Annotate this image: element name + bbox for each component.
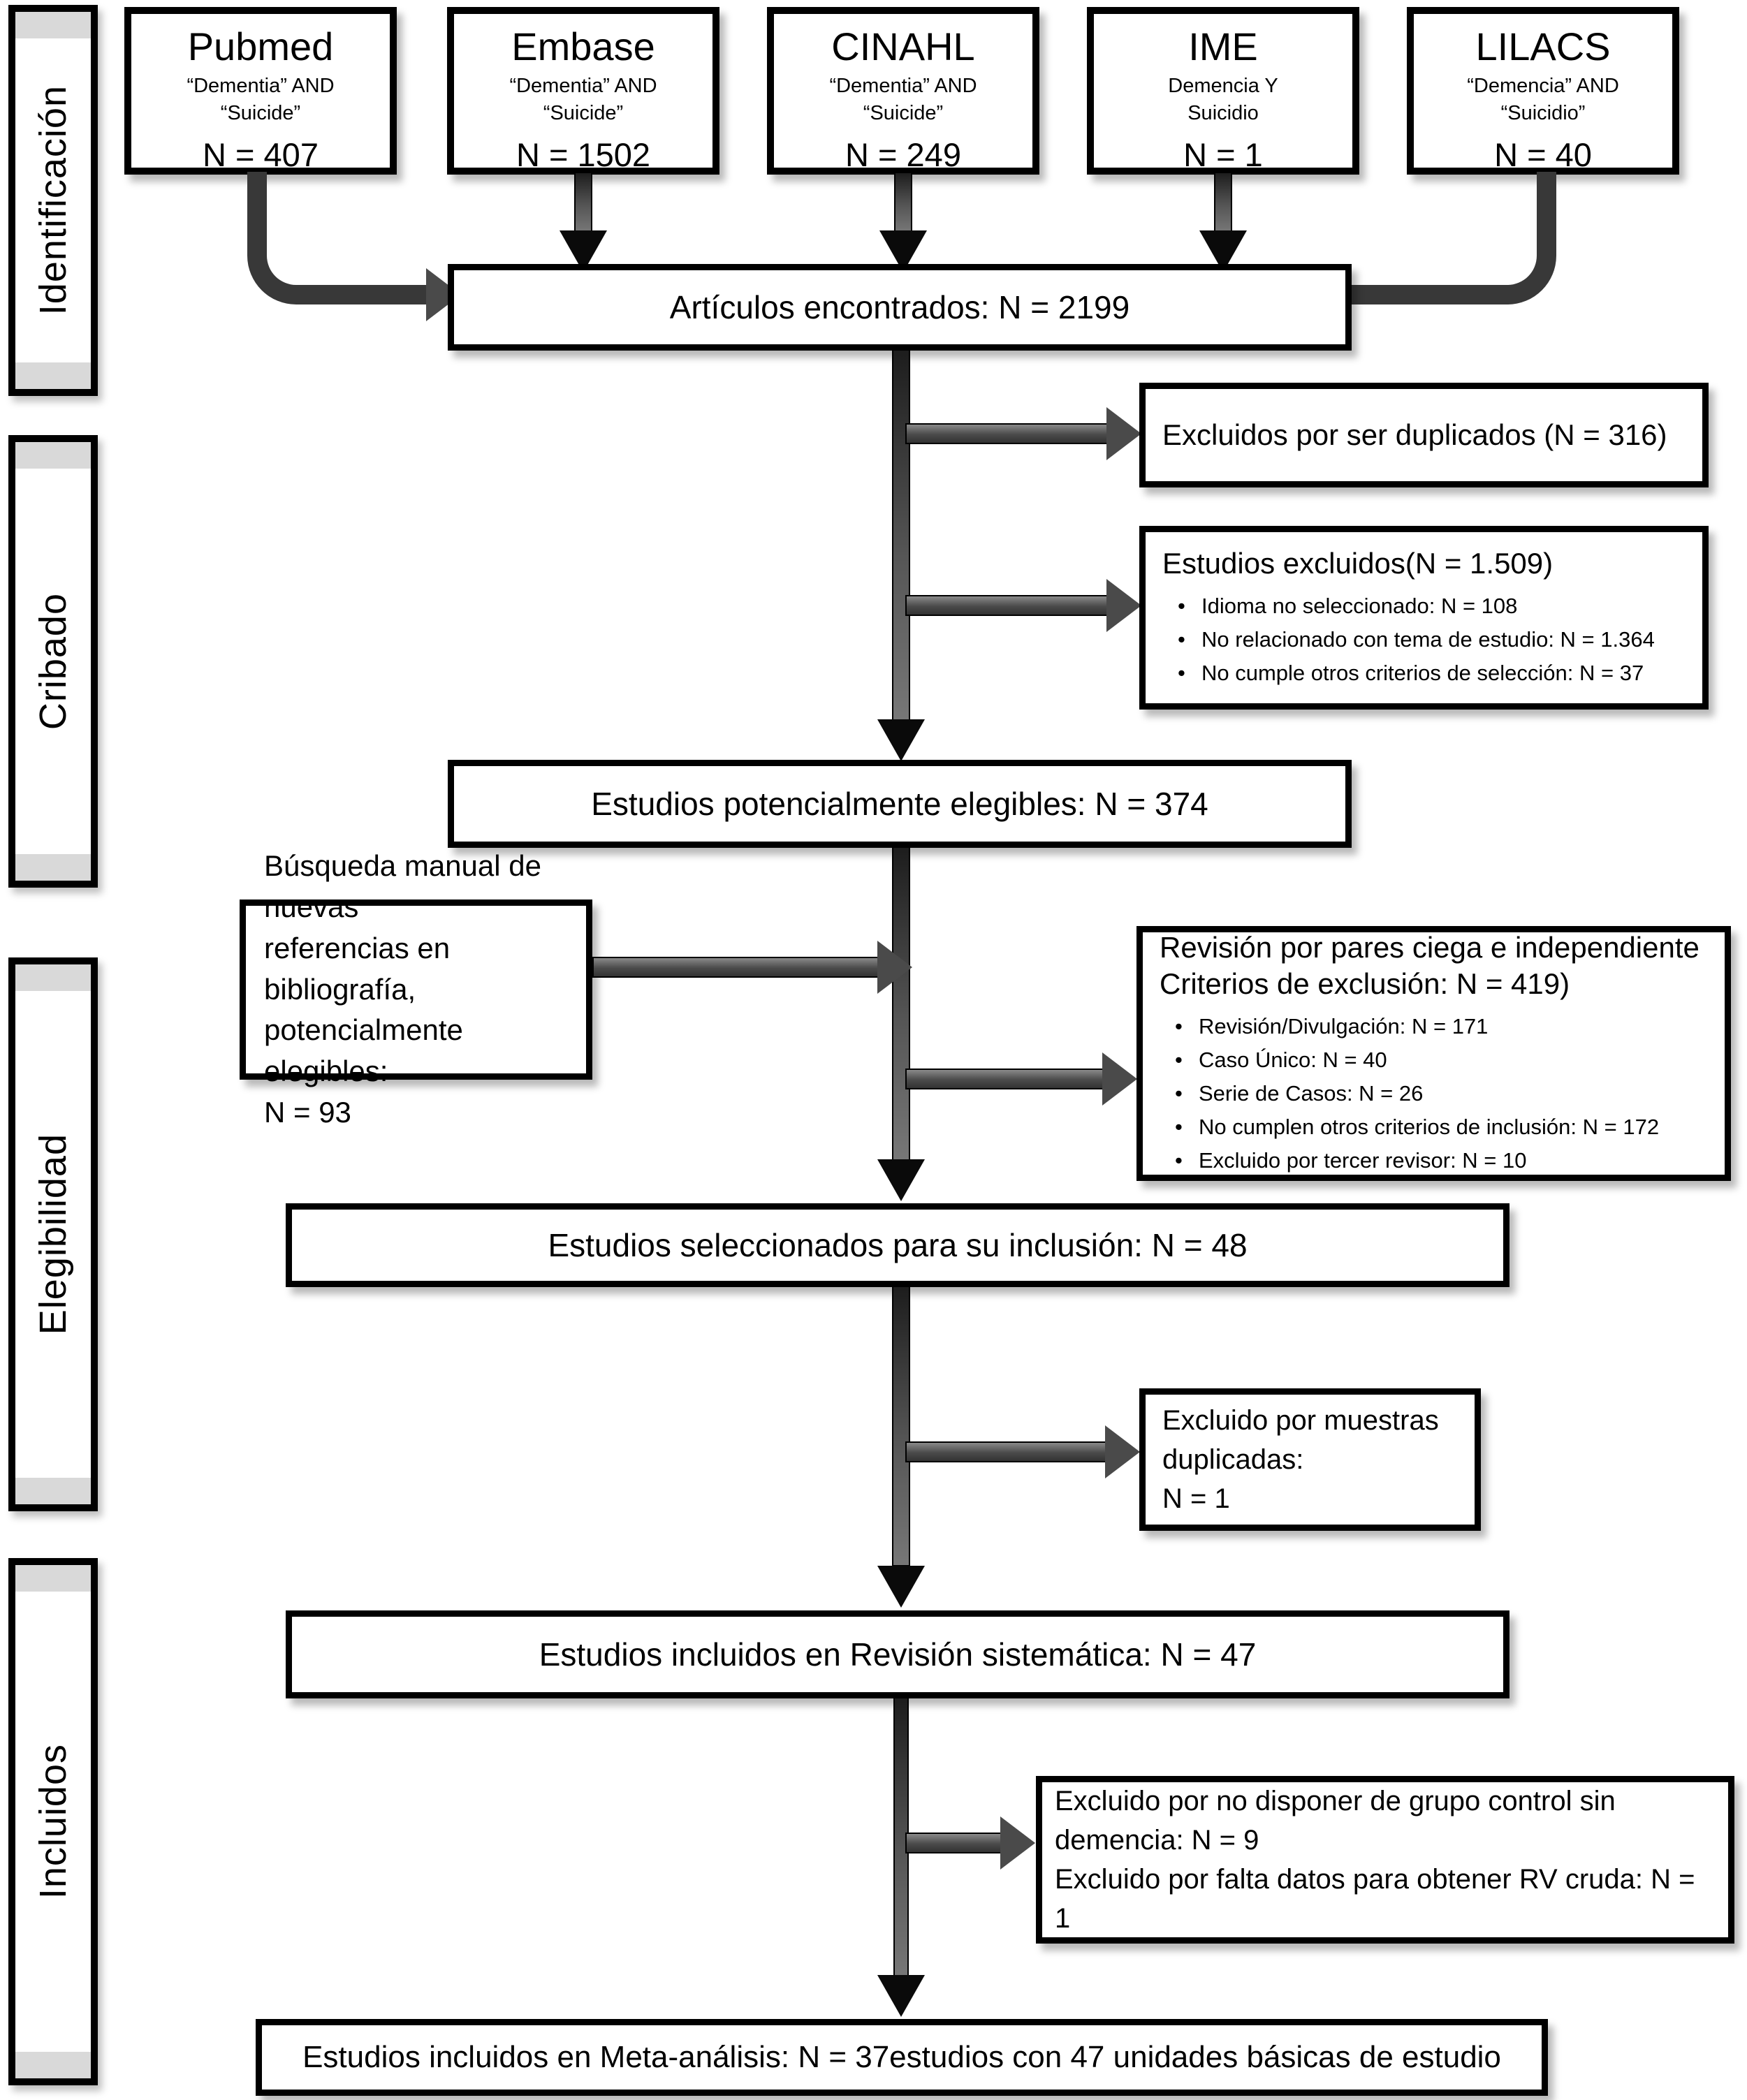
side-box-manual-search: Búsqueda manual de nuevas referencias en… bbox=[240, 849, 592, 1129]
flow-box-selected: Estudios seleccionados para su inclusión… bbox=[286, 1203, 1510, 1287]
stage-box-cribado: Cribado bbox=[8, 435, 98, 888]
bevel-bottom bbox=[15, 854, 91, 881]
connector-branch-manual bbox=[592, 957, 880, 978]
stage-box-elegibilidad: Elegibilidad bbox=[8, 957, 98, 1511]
bullet-item: No cumple otros criterios de selección: … bbox=[1162, 656, 1686, 690]
source-name: Pubmed bbox=[187, 24, 334, 68]
side-title-excluded: Estudios excluidos(N = 1.509) bbox=[1162, 547, 1554, 580]
source-count: N = 249 bbox=[845, 135, 961, 173]
arrowhead-branch-excluded bbox=[1106, 579, 1141, 632]
stage-label-cribado: Cribado bbox=[32, 592, 74, 730]
bullet-item: Caso Único: N = 40 bbox=[1160, 1043, 1708, 1077]
stage-box-identificacion: Identificación bbox=[8, 5, 98, 396]
bullet-item: Revisión/Divulgación: N = 171 bbox=[1160, 1010, 1708, 1043]
connector-branch-no-control bbox=[905, 1833, 1003, 1853]
flow-box-found: Artículos encontrados: N = 2199 bbox=[448, 264, 1352, 351]
bullet-item: No relacionado con tema de estudio: N = … bbox=[1162, 623, 1686, 656]
connector-ime-down bbox=[1214, 172, 1232, 233]
peer-review-bullet-list: Revisión/Divulgación: N = 171 Caso Único… bbox=[1160, 1010, 1708, 1177]
source-query: “Dementia” AND “Suicide” bbox=[829, 74, 977, 124]
flow-text-selected: Estudios seleccionados para su inclusión… bbox=[548, 1227, 1248, 1263]
stage-label-identificacion: Identificación bbox=[32, 85, 74, 316]
arrowhead-spine-3 bbox=[877, 1566, 925, 1608]
source-box-cinahl: CINAHL “Dementia” AND “Suicide” N = 249 bbox=[767, 7, 1039, 175]
connector-branch-duplicate-samples bbox=[905, 1441, 1108, 1462]
side-text-no-control: Excluido por no disponer de grupo contro… bbox=[1055, 1786, 1695, 1934]
source-name: CINAHL bbox=[831, 24, 975, 68]
arrowhead-branch-duplicates bbox=[1106, 407, 1141, 460]
bevel-top bbox=[15, 1565, 91, 1592]
side-title-peer-review: Revisión por pares ciega e independiente… bbox=[1160, 930, 1700, 1001]
arrowhead-spine-4 bbox=[877, 1975, 925, 2017]
arrowhead-branch-no-control bbox=[1000, 1816, 1035, 1870]
side-box-excluded-studies: Estudios excluidos(N = 1.509) Idioma no … bbox=[1139, 526, 1709, 710]
bullet-item: Excluido por tercer revisor: N = 10 bbox=[1160, 1144, 1708, 1177]
source-name: IME bbox=[1188, 24, 1258, 68]
bullet-item: Serie de Casos: N = 26 bbox=[1160, 1077, 1708, 1110]
arrowhead-branch-peer-review bbox=[1102, 1052, 1137, 1106]
side-text-manual-search: Búsqueda manual de nuevas referencias en… bbox=[264, 849, 541, 1129]
side-box-duplicates: Excluidos por ser duplicados (N = 316) bbox=[1139, 383, 1709, 487]
flow-text-systematic: Estudios incluidos en Revisión sistemáti… bbox=[539, 1636, 1257, 1673]
bevel-top bbox=[15, 964, 91, 991]
stage-label-elegibilidad: Elegibilidad bbox=[32, 1133, 74, 1335]
flow-text-found: Artículos encontrados: N = 2199 bbox=[669, 289, 1130, 325]
arrowhead-branch-manual bbox=[877, 941, 912, 994]
source-query: “Dementia” AND “Suicide” bbox=[509, 74, 657, 124]
source-box-lilacs: LILACS “Demencia” AND “Suicidio” N = 40 bbox=[1407, 7, 1679, 175]
arrowhead-spine-1 bbox=[877, 719, 925, 761]
connector-branch-excluded bbox=[905, 595, 1109, 616]
flow-box-meta-analysis: Estudios incluidos en Meta-análisis: N =… bbox=[256, 2019, 1548, 2096]
arrowhead-spine-2 bbox=[877, 1159, 925, 1201]
source-query: “Demencia” AND “Suicidio” bbox=[1467, 74, 1619, 124]
source-name: LILACS bbox=[1475, 24, 1611, 68]
arrowhead-branch-duplicate-samples bbox=[1105, 1425, 1140, 1478]
connector-spine-3 bbox=[892, 1286, 910, 1566]
connector-spine-1 bbox=[892, 349, 910, 721]
source-box-ime: IME Demencia Y Suicidio N = 1 bbox=[1087, 7, 1359, 175]
flow-box-eligible: Estudios potencialmente elegibles: N = 3… bbox=[448, 760, 1352, 848]
connector-cinahl-down bbox=[894, 172, 912, 233]
source-query: “Dementia” AND “Suicide” bbox=[187, 74, 335, 124]
bevel-bottom bbox=[15, 362, 91, 389]
source-count: N = 40 bbox=[1494, 135, 1592, 173]
connector-lilacs-curve bbox=[1347, 172, 1556, 304]
connector-branch-duplicates bbox=[905, 423, 1109, 444]
source-box-pubmed: Pubmed “Dementia” AND “Suicide” N = 407 bbox=[124, 7, 397, 175]
bullet-item: Idioma no seleccionado: N = 108 bbox=[1162, 589, 1686, 623]
source-count: N = 407 bbox=[203, 135, 319, 173]
connector-embase-down bbox=[574, 172, 592, 233]
stage-box-incluidos: Incluidos bbox=[8, 1558, 98, 2085]
flow-box-systematic: Estudios incluidos en Revisión sistemáti… bbox=[286, 1610, 1510, 1698]
side-text-duplicate-samples: Excluido por muestras duplicadas: N = 1 bbox=[1162, 1405, 1439, 1514]
source-query: Demencia Y Suicidio bbox=[1168, 74, 1278, 124]
bevel-bottom bbox=[15, 1478, 91, 1504]
bevel-bottom bbox=[15, 2052, 91, 2078]
side-box-duplicate-samples: Excluido por muestras duplicadas: N = 1 bbox=[1139, 1388, 1481, 1531]
bevel-top bbox=[15, 442, 91, 469]
source-box-embase: Embase “Dementia” AND “Suicide” N = 1502 bbox=[447, 7, 719, 175]
bullet-item: No cumplen otros criterios de inclusión:… bbox=[1160, 1110, 1708, 1144]
connector-branch-peer-review bbox=[905, 1069, 1105, 1089]
source-count: N = 1 bbox=[1183, 135, 1263, 173]
connector-spine-2 bbox=[892, 846, 910, 1161]
source-count: N = 1502 bbox=[516, 135, 651, 173]
bevel-top bbox=[15, 12, 91, 38]
flow-text-meta-analysis: Estudios incluidos en Meta-análisis: N =… bbox=[302, 2040, 1501, 2074]
connector-pubmed-curve bbox=[247, 172, 457, 304]
source-name: Embase bbox=[511, 24, 655, 68]
flow-text-eligible: Estudios potencialmente elegibles: N = 3… bbox=[591, 786, 1208, 822]
excluded-bullet-list: Idioma no seleccionado: N = 108 No relac… bbox=[1162, 589, 1686, 690]
stage-label-incluidos: Incluidos bbox=[32, 1744, 74, 1900]
side-text-duplicates: Excluidos por ser duplicados (N = 316) bbox=[1162, 418, 1667, 451]
side-box-no-control: Excluido por no disponer de grupo contro… bbox=[1036, 1776, 1734, 1944]
side-box-peer-review: Revisión por pares ciega e independiente… bbox=[1136, 926, 1731, 1181]
